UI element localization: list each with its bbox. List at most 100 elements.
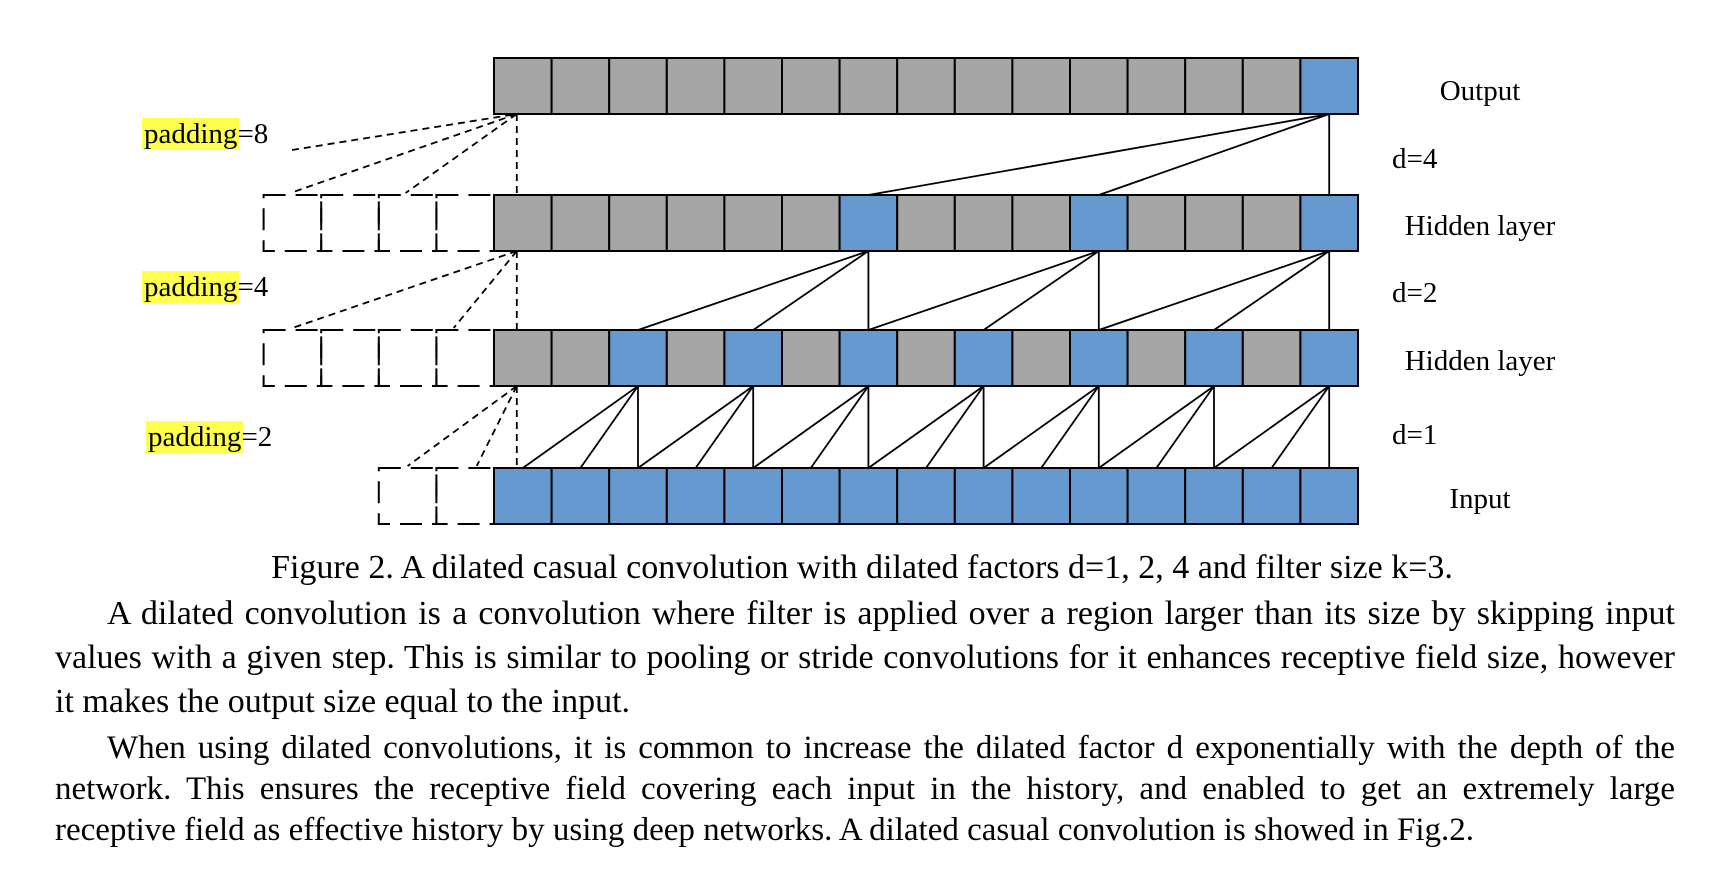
active-cell-L3-13 [1241, 467, 1302, 525]
inactive-cell-L0-1 [550, 57, 611, 115]
inactive-cell-L0-2 [608, 57, 668, 115]
filter-connections [522, 113, 1331, 469]
active-cell-L3-7 [896, 467, 956, 525]
paragraph-1: A dilated convolution is a convolution w… [55, 595, 1675, 720]
inactive-cell-L0-7 [896, 57, 956, 115]
filter-edge-L2-6-5 [810, 385, 870, 469]
active-cell-L3-1 [550, 467, 611, 525]
active-cell-L2-2 [608, 329, 668, 387]
active-cell-L1-14 [1299, 194, 1360, 252]
padding-cell-L2-4 [262, 329, 323, 387]
padding-label-0: padding=8 [144, 118, 268, 150]
filter-edge-L2-14-13 [1270, 385, 1330, 469]
padding-guide-diagonal-1-0 [453, 250, 518, 329]
active-cell-L3-11 [1126, 467, 1187, 525]
padding-cell-L1-2 [377, 194, 438, 252]
inactive-cell-L0-3 [665, 57, 726, 115]
inactive-cell-L2-13 [1241, 329, 1302, 387]
padding-8-leader [291, 113, 517, 151]
active-cell-L3-0 [493, 467, 553, 525]
inactive-cell-L0-5 [781, 57, 841, 115]
padding-cells [262, 194, 495, 525]
filter-edge-L2-6-4 [752, 385, 869, 469]
padding-cell-L1-3 [320, 194, 380, 252]
inactive-cell-L2-3 [665, 329, 726, 387]
padding-cell-L2-3 [320, 329, 380, 387]
padding-cell-L2-2 [377, 329, 438, 387]
layer-cells [493, 57, 1360, 525]
inactive-cell-L1-5 [781, 194, 841, 252]
filter-edge-L1-10-8 [983, 250, 1100, 331]
inactive-cell-L0-0 [493, 57, 553, 115]
filter-edge-L1-10-6 [868, 250, 1100, 331]
padding-value-0: =8 [237, 118, 268, 150]
padding-cell-L3-1 [435, 467, 495, 525]
inactive-cell-L1-0 [493, 194, 553, 252]
dilation-label-0: d=4 [1392, 143, 1438, 175]
inactive-cell-L2-7 [896, 329, 956, 387]
inactive-cell-L1-4 [723, 194, 784, 252]
inactive-cell-L0-10 [1069, 57, 1129, 115]
padding-word-0: padding [144, 118, 237, 150]
active-cell-L1-10 [1069, 194, 1129, 252]
padding-guide-diagonal-2-1 [407, 385, 518, 467]
padding-word-1: padding [144, 271, 237, 303]
padding-value-2: =2 [241, 421, 272, 453]
inactive-cell-L1-12 [1184, 194, 1244, 252]
layer-label-0: Output [1440, 75, 1521, 107]
active-cell-L0-14 [1299, 57, 1360, 115]
filter-edge-L2-12-10 [1098, 385, 1215, 469]
active-cell-L3-6 [838, 467, 899, 525]
layer-label-1: Hidden layer [1405, 210, 1556, 242]
active-cell-L3-4 [723, 467, 784, 525]
inactive-cell-L0-6 [838, 57, 899, 115]
dilation-label-2: d=1 [1392, 419, 1437, 451]
inactive-cell-L1-8 [953, 194, 1014, 252]
layer-label-3: Input [1449, 483, 1510, 515]
inactive-cell-L1-11 [1126, 194, 1187, 252]
filter-edge-L2-4-2 [637, 385, 754, 469]
filter-edge-L0-14-6 [868, 113, 1330, 196]
inactive-cell-L1-7 [896, 194, 956, 252]
active-cell-L3-5 [781, 467, 841, 525]
padding-label-2: padding=2 [148, 421, 272, 453]
active-cell-L2-8 [953, 329, 1014, 387]
active-cell-L3-2 [608, 467, 668, 525]
filter-edge-L2-14-12 [1213, 385, 1330, 469]
inactive-cell-L0-11 [1126, 57, 1187, 115]
padding-guide-diagonal-0-0 [405, 113, 518, 194]
paragraph-2: When using dilated convolutions, it is c… [55, 730, 1675, 848]
figure-caption: Figure 2. A dilated casual convolution w… [271, 549, 1453, 586]
inactive-cell-L2-1 [550, 329, 611, 387]
padding-guide-diagonal-2-0 [475, 385, 518, 467]
filter-edge-L1-6-4 [752, 250, 869, 331]
active-cell-L3-14 [1299, 467, 1360, 525]
filter-edge-L2-2-0 [522, 385, 639, 469]
padding-highlight-1 [142, 271, 240, 303]
dilation-label-1: d=2 [1392, 277, 1437, 309]
inactive-cell-L1-2 [608, 194, 668, 252]
inactive-cell-L0-12 [1184, 57, 1244, 115]
active-cell-L3-10 [1069, 467, 1129, 525]
inactive-cell-L2-9 [1011, 329, 1072, 387]
padding-highlight-2 [146, 421, 244, 453]
filter-edge-L1-14-12 [1213, 250, 1330, 331]
active-cell-L2-12 [1184, 329, 1244, 387]
padding-word-2: padding [148, 421, 241, 453]
filter-edge-L1-6-2 [637, 250, 869, 331]
filter-edge-L2-8-6 [867, 385, 985, 469]
inactive-cell-L1-3 [665, 194, 726, 252]
active-cell-L2-10 [1069, 329, 1129, 387]
active-cell-L1-6 [838, 194, 899, 252]
inactive-cell-L1-1 [550, 194, 611, 252]
filter-edge-L2-10-9 [1040, 385, 1100, 469]
padding-highlight-0 [142, 118, 240, 150]
padding-cell-L1-1 [435, 194, 495, 252]
padding-guide-diagonal-1-1 [292, 250, 518, 329]
inactive-cell-L2-5 [781, 329, 841, 387]
active-cell-L2-4 [723, 329, 784, 387]
padding-cell-L3-2 [377, 467, 438, 525]
